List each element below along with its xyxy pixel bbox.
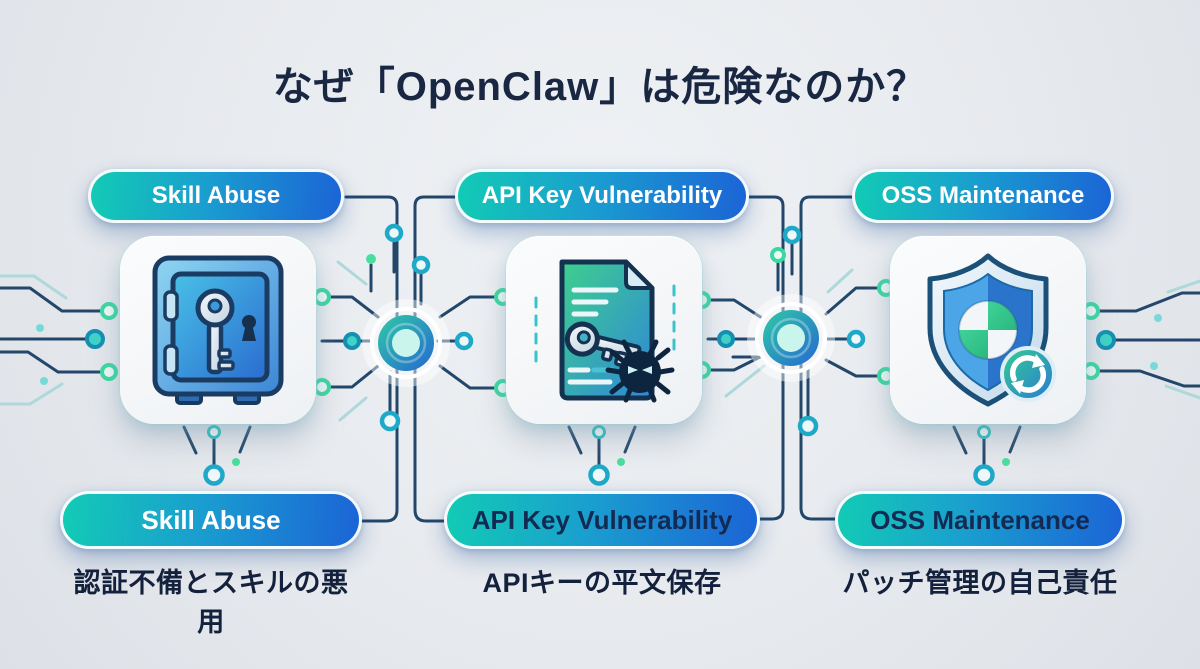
left-edge-traces [0,274,118,406]
document-key-bug-icon [534,259,676,403]
bottom-badge-api-key: API Key Vulnerability [444,491,760,549]
circuit-node-1 [362,299,450,387]
bottom-badge-label: API Key Vulnerability [471,504,733,535]
under-card-stubs-3 [952,425,1022,486]
icon-card-oss [890,236,1086,424]
caption-api-key: APIキーの平文保存 [482,568,722,598]
bottom-badge-label: Skill Abuse [141,504,281,535]
icon-card-api-key [506,236,702,424]
top-badge-label: OSS Maintenance [881,182,1085,209]
connector-column-2 [693,195,895,521]
safe-key-icon [152,255,284,405]
top-badge-label: Skill Abuse [151,182,281,209]
top-badge-skill-abuse: Skill Abuse [88,169,344,223]
caption-oss: パッチ管理の自己責任 [842,568,1118,598]
circuit-node-2 [747,294,835,382]
bottom-badge-oss: OSS Maintenance [835,491,1125,549]
connector-column-1 [313,195,512,523]
right-edge-traces [1082,279,1200,400]
caption-skill-abuse: 認証不備とスキルの悪用 [73,568,349,637]
page-title: なぜ「OpenClaw」は危険なのか？ [272,65,928,109]
icon-card-skill-abuse [120,236,316,424]
shield-refresh-icon [927,253,1056,407]
bottom-badge-label: OSS Maintenance [870,504,1090,535]
top-badge-label: API Key Vulnerability [481,182,723,209]
top-badge-api-key: API Key Vulnerability [455,169,749,223]
top-badge-oss: OSS Maintenance [852,169,1114,223]
under-card-stubs-2 [567,425,637,486]
under-card-stubs-1 [182,425,252,486]
bottom-badge-skill-abuse: Skill Abuse [60,491,362,549]
